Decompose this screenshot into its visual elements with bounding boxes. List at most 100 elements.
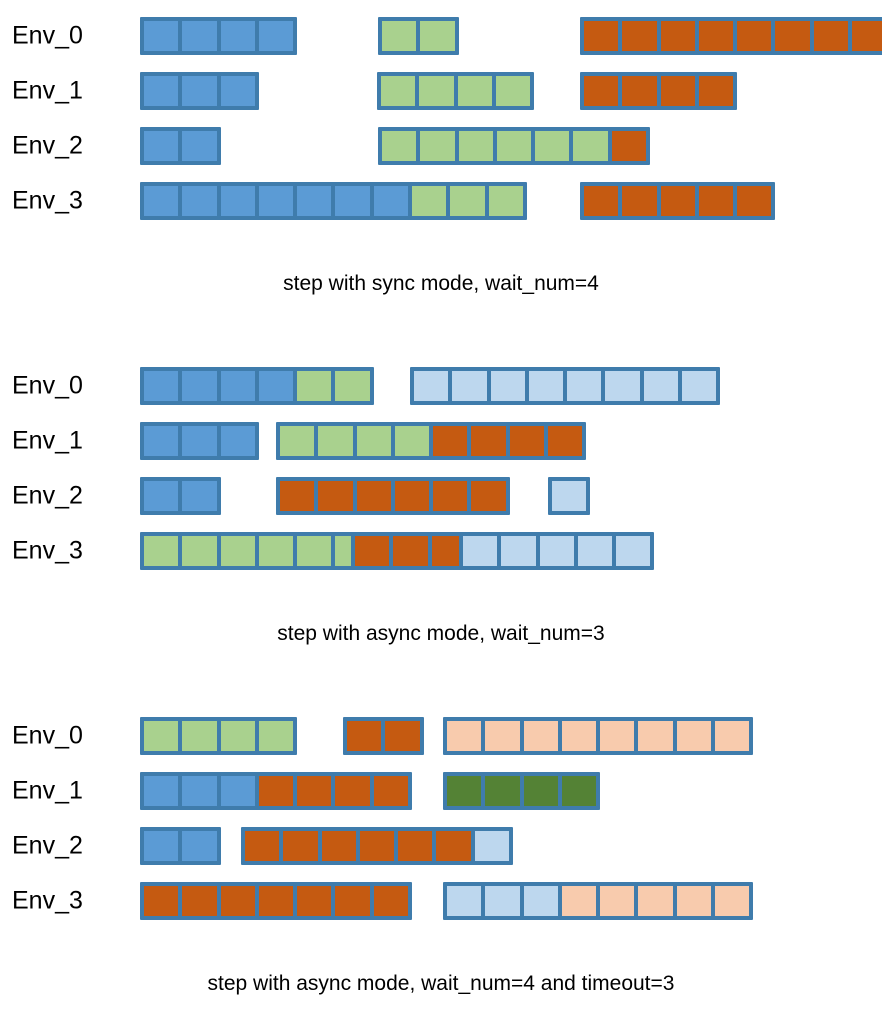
step-band[interactable] bbox=[580, 16, 882, 55]
step-cell-green[interactable] bbox=[535, 130, 570, 161]
step-cell-lightblue[interactable] bbox=[523, 885, 558, 916]
step-band[interactable] bbox=[140, 716, 298, 755]
step-band[interactable] bbox=[548, 476, 591, 515]
step-cell-orange[interactable] bbox=[698, 185, 734, 216]
step-cell-blue[interactable] bbox=[220, 185, 255, 216]
step-cell-orange[interactable] bbox=[394, 480, 430, 511]
step-cell-blue[interactable] bbox=[182, 75, 217, 106]
step-cell-green[interactable] bbox=[258, 535, 294, 566]
step-band[interactable] bbox=[443, 716, 754, 755]
step-cell-orange[interactable] bbox=[245, 830, 280, 861]
step-cell-lightblue[interactable] bbox=[528, 370, 564, 401]
step-cell-green[interactable] bbox=[382, 20, 417, 51]
step-cell-green[interactable] bbox=[382, 130, 417, 161]
step-cell-blue[interactable] bbox=[258, 185, 294, 216]
step-cell-blue[interactable] bbox=[144, 370, 179, 401]
step-cell-blue[interactable] bbox=[220, 425, 255, 456]
step-cell-orange[interactable] bbox=[359, 830, 395, 861]
step-cell-orange[interactable] bbox=[660, 185, 695, 216]
step-cell-orange[interactable] bbox=[433, 480, 468, 511]
step-cell-orange[interactable] bbox=[548, 425, 583, 456]
step-band[interactable] bbox=[241, 826, 514, 865]
step-cell-green[interactable] bbox=[258, 720, 294, 751]
step-cell-orange[interactable] bbox=[283, 830, 318, 861]
step-band[interactable] bbox=[140, 476, 221, 515]
step-cell-lightblue[interactable] bbox=[414, 370, 449, 401]
step-cell-green[interactable] bbox=[182, 535, 217, 566]
step-band[interactable] bbox=[140, 181, 527, 220]
step-cell-blue[interactable] bbox=[144, 75, 179, 106]
step-cell-lightblue[interactable] bbox=[490, 370, 525, 401]
step-cell-lightblue[interactable] bbox=[463, 535, 498, 566]
step-cell-orange[interactable] bbox=[297, 775, 332, 806]
step-band[interactable] bbox=[276, 421, 587, 460]
step-cell-lightblue[interactable] bbox=[605, 370, 640, 401]
step-cell-orange[interactable] bbox=[373, 885, 409, 916]
step-band[interactable] bbox=[140, 881, 413, 920]
step-cell-orange[interactable] bbox=[373, 775, 409, 806]
step-cell-orange[interactable] bbox=[436, 830, 471, 861]
step-cell-peach[interactable] bbox=[638, 720, 673, 751]
step-cell-orange[interactable] bbox=[509, 425, 545, 456]
step-band[interactable] bbox=[378, 126, 651, 165]
step-band[interactable] bbox=[410, 366, 721, 405]
step-cell-blue[interactable] bbox=[182, 830, 217, 861]
step-band[interactable] bbox=[580, 181, 776, 220]
step-cell-green[interactable] bbox=[297, 370, 332, 401]
step-cell-peach[interactable] bbox=[523, 720, 558, 751]
step-cell-lightblue[interactable] bbox=[616, 535, 651, 566]
step-cell-peach[interactable] bbox=[561, 720, 597, 751]
step-cell-blue[interactable] bbox=[182, 425, 217, 456]
step-cell-lightblue[interactable] bbox=[552, 480, 587, 511]
step-cell-green[interactable] bbox=[220, 720, 255, 751]
step-cell-peach[interactable] bbox=[600, 720, 635, 751]
step-cell-orange[interactable] bbox=[280, 480, 315, 511]
step-band[interactable] bbox=[443, 881, 754, 920]
step-cell-green[interactable] bbox=[297, 535, 332, 566]
step-cell-orange[interactable] bbox=[698, 75, 734, 106]
step-cell-green[interactable] bbox=[394, 425, 430, 456]
step-cell-orange[interactable] bbox=[393, 535, 428, 566]
step-cell-orange[interactable] bbox=[471, 425, 506, 456]
step-cell-green[interactable] bbox=[496, 130, 532, 161]
step-cell-darkgreen[interactable] bbox=[485, 775, 520, 806]
step-band[interactable] bbox=[377, 71, 535, 110]
step-cell-lightblue[interactable] bbox=[447, 885, 482, 916]
step-band[interactable] bbox=[580, 71, 738, 110]
step-cell-orange[interactable] bbox=[660, 75, 695, 106]
step-cell-green[interactable] bbox=[144, 535, 179, 566]
step-cell-green[interactable] bbox=[488, 185, 523, 216]
step-cell-green[interactable] bbox=[420, 130, 455, 161]
step-cell-blue[interactable] bbox=[182, 480, 217, 511]
step-cell-orange[interactable] bbox=[622, 20, 657, 51]
step-band[interactable] bbox=[459, 531, 655, 570]
step-cell-orange[interactable] bbox=[182, 885, 217, 916]
step-cell-orange[interactable] bbox=[698, 20, 734, 51]
step-cell-orange[interactable] bbox=[258, 775, 294, 806]
step-cell-green[interactable] bbox=[182, 720, 217, 751]
step-cell-green[interactable] bbox=[335, 370, 370, 401]
step-cell-green[interactable] bbox=[280, 425, 315, 456]
step-cell-lightblue[interactable] bbox=[539, 535, 574, 566]
step-cell-orange[interactable] bbox=[584, 75, 619, 106]
step-band[interactable] bbox=[378, 16, 459, 55]
step-cell-green[interactable] bbox=[381, 75, 416, 106]
step-cell-green[interactable] bbox=[495, 75, 531, 106]
step-cell-blue[interactable] bbox=[144, 425, 179, 456]
step-cell-blue[interactable] bbox=[373, 185, 409, 216]
step-cell-blue[interactable] bbox=[144, 185, 179, 216]
step-cell-green[interactable] bbox=[420, 20, 455, 51]
step-cell-lightblue[interactable] bbox=[501, 535, 536, 566]
step-cell-orange[interactable] bbox=[398, 830, 433, 861]
step-cell-lightblue[interactable] bbox=[485, 885, 520, 916]
step-cell-green[interactable] bbox=[220, 535, 255, 566]
step-cell-lightblue[interactable] bbox=[643, 370, 679, 401]
step-cell-orange[interactable] bbox=[622, 75, 657, 106]
step-cell-orange[interactable] bbox=[385, 720, 420, 751]
step-band[interactable] bbox=[140, 126, 221, 165]
step-cell-blue[interactable] bbox=[220, 20, 255, 51]
step-cell-orange[interactable] bbox=[144, 885, 179, 916]
step-cell-blue[interactable] bbox=[182, 775, 217, 806]
step-cell-orange[interactable] bbox=[737, 20, 772, 51]
step-cell-darkgreen[interactable] bbox=[447, 775, 482, 806]
